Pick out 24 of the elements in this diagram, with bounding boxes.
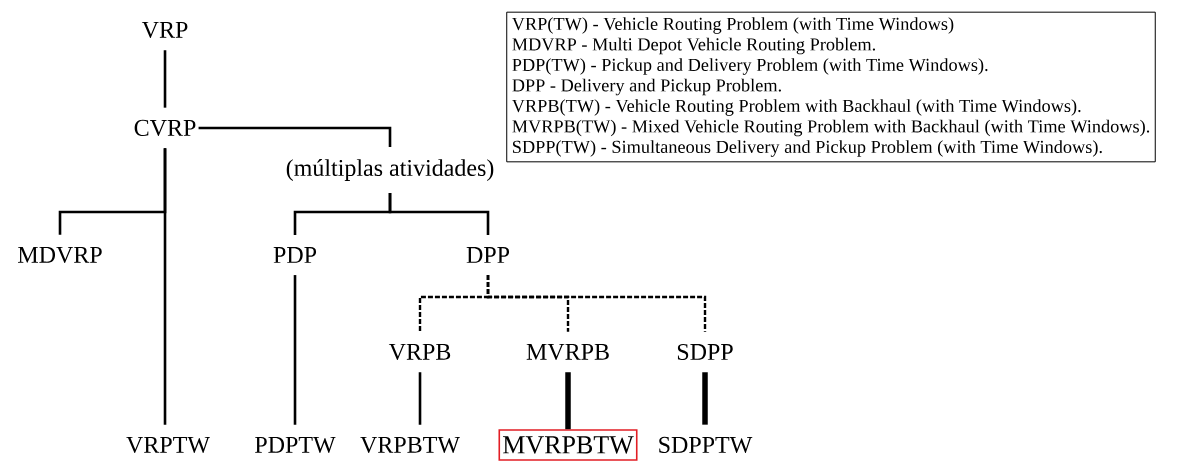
node-label: PDP bbox=[273, 247, 317, 263]
connector-line bbox=[388, 193, 490, 235]
connector-line bbox=[702, 372, 708, 425]
connector-line bbox=[293, 275, 297, 425]
highlighted-box: MVRPBTW bbox=[498, 429, 638, 461]
node-label: VRPTW bbox=[126, 436, 210, 454]
node-label: (múltiplas atividades) bbox=[286, 159, 494, 181]
connector-line bbox=[486, 275, 707, 332]
connector-line bbox=[565, 372, 571, 430]
node-label: DPP bbox=[466, 247, 510, 263]
node-label: VRPB bbox=[388, 343, 451, 361]
abbreviation-box: VRP(TW) - Vehicle Routing Problem (with Time Windows) MDVRP - Multi Depot Vehicle Routing Problem. PDP(TW) - Pickup and Delivery Problem (with Time Windows). DPP - Delivery and Pickup Problem. VRPB(TW) - Vehicle Routing Problem with Backhaul (with Time Windows). MVRPB(TW) - Mixed Vehicle Routing Problem with Backhaul (with Time Windows). SDPP(TW) - Simultaneous Delivery and Pickup Problem (with Time Windows). bbox=[506, 11, 1156, 163]
connector-line bbox=[163, 50, 167, 108]
node-label: MVRPB bbox=[526, 343, 609, 361]
connector-line bbox=[198, 126, 392, 147]
node-label: SDPPTW bbox=[659, 436, 753, 454]
connector-line bbox=[418, 372, 422, 425]
connector-line bbox=[163, 148, 167, 425]
node-label: VRP bbox=[141, 21, 188, 39]
node-label: VRPBTW bbox=[360, 436, 460, 454]
node-label: CVRP bbox=[134, 119, 196, 137]
node-label: MDVRP bbox=[18, 246, 102, 264]
node-label: SDPP bbox=[677, 343, 733, 361]
node-label: PDPTW bbox=[255, 436, 336, 454]
